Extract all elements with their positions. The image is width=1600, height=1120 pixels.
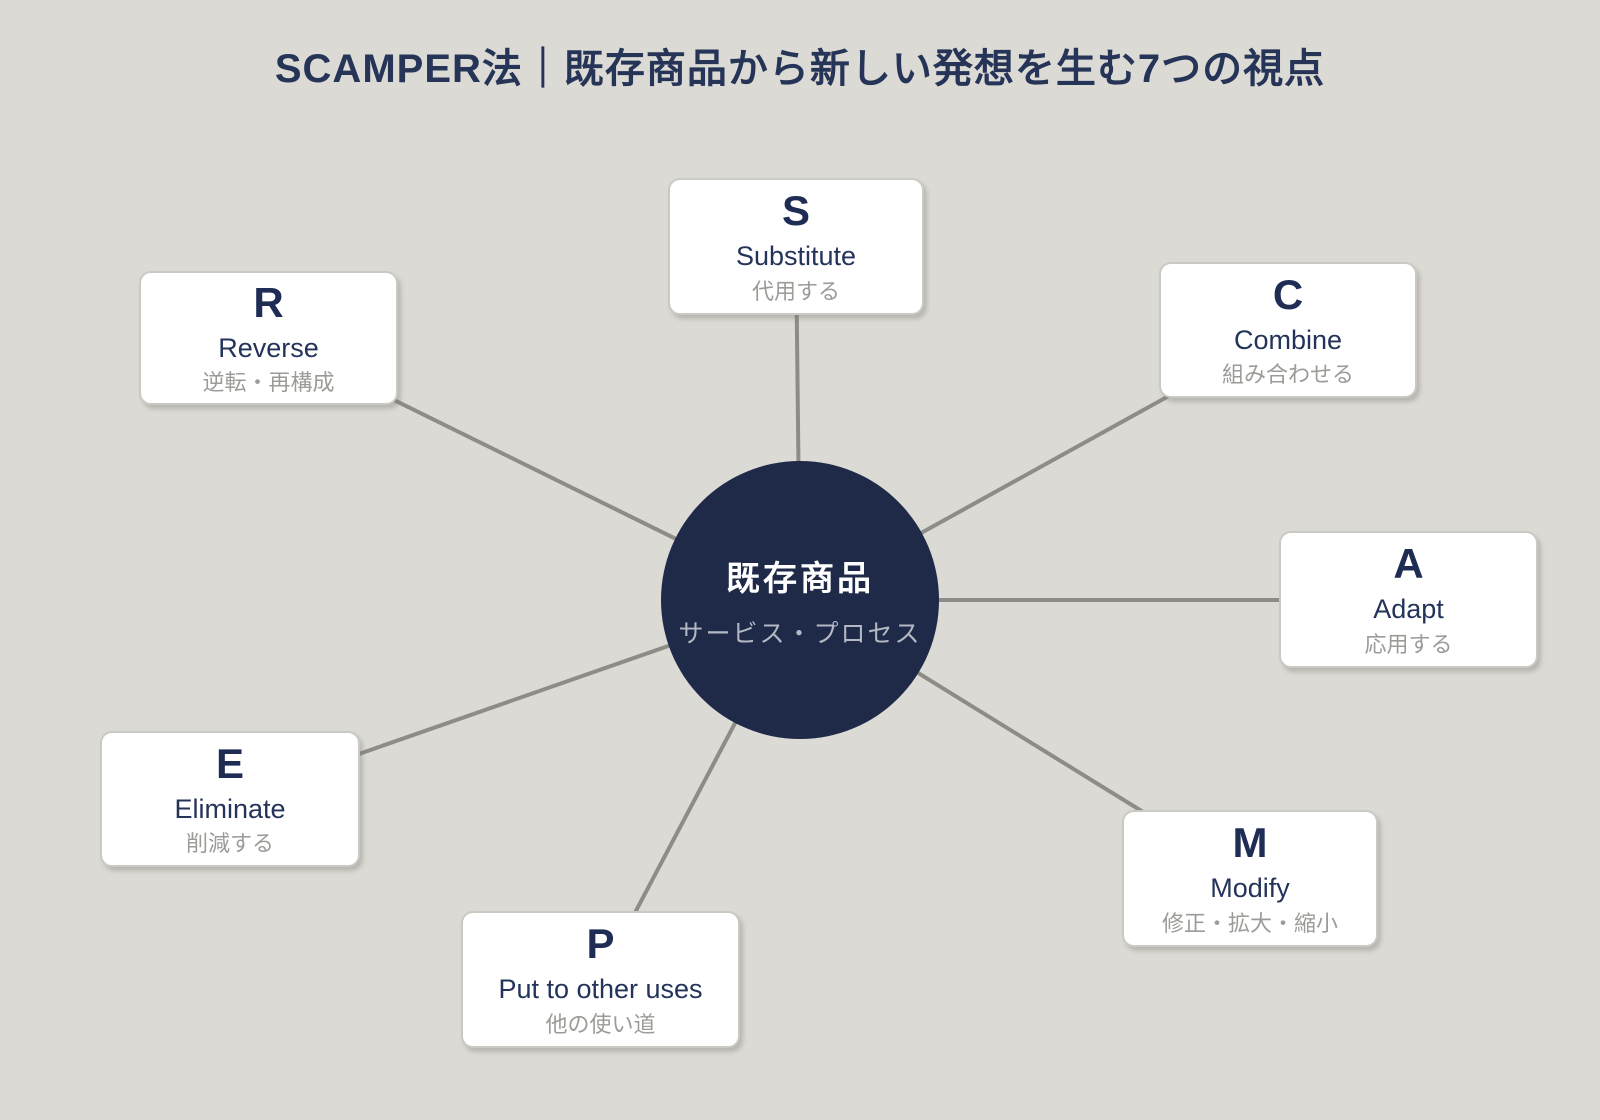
node-put-to-other-uses: P Put to other uses 他の使い道 <box>461 911 740 1048</box>
node-english-label: Substitute <box>735 241 857 272</box>
node-eliminate: E Eliminate 削減する <box>100 731 360 867</box>
node-letter: P <box>586 920 615 968</box>
node-english-label: Reverse <box>218 332 319 363</box>
node-japanese-label: 代用する <box>751 278 840 304</box>
node-english-label: Eliminate <box>174 793 286 824</box>
node-japanese-label: 逆転・再構成 <box>202 370 335 396</box>
node-japanese-label: 組み合わせる <box>1221 362 1354 388</box>
node-english-label: Adapt <box>1373 594 1444 625</box>
page-title: SCAMPER法｜既存商品から新しい発想を生む7つの視点 <box>274 47 1326 91</box>
node-adapt: A Adapt 応用する <box>1279 531 1538 668</box>
node-english-label: Combine <box>1233 324 1343 355</box>
node-letter: E <box>215 739 244 787</box>
center-node-subtitle: サービス・プロセス <box>678 619 922 648</box>
center-node: 既存商品 サービス・プロセス <box>661 461 939 739</box>
node-japanese-label: 他の使い道 <box>545 1011 656 1037</box>
node-modify: M Modify 修正・拡大・縮小 <box>1122 810 1378 947</box>
node-letter: A <box>1393 540 1424 588</box>
node-combine: C Combine 組み合わせる <box>1159 262 1417 398</box>
node-letter: C <box>1272 270 1304 318</box>
node-japanese-label: 削減する <box>185 831 274 857</box>
node-reverse: R Reverse 逆転・再構成 <box>139 271 398 405</box>
center-node-title: 既存商品 <box>726 559 874 598</box>
node-letter: M <box>1232 819 1268 867</box>
node-english-label: Put to other uses <box>498 974 703 1005</box>
node-substitute: S Substitute 代用する <box>668 178 924 315</box>
node-japanese-label: 応用する <box>1364 631 1453 657</box>
node-letter: S <box>781 187 810 235</box>
node-english-label: Modify <box>1210 873 1290 904</box>
node-letter: R <box>253 278 284 326</box>
node-japanese-label: 修正・拡大・縮小 <box>1161 910 1338 936</box>
